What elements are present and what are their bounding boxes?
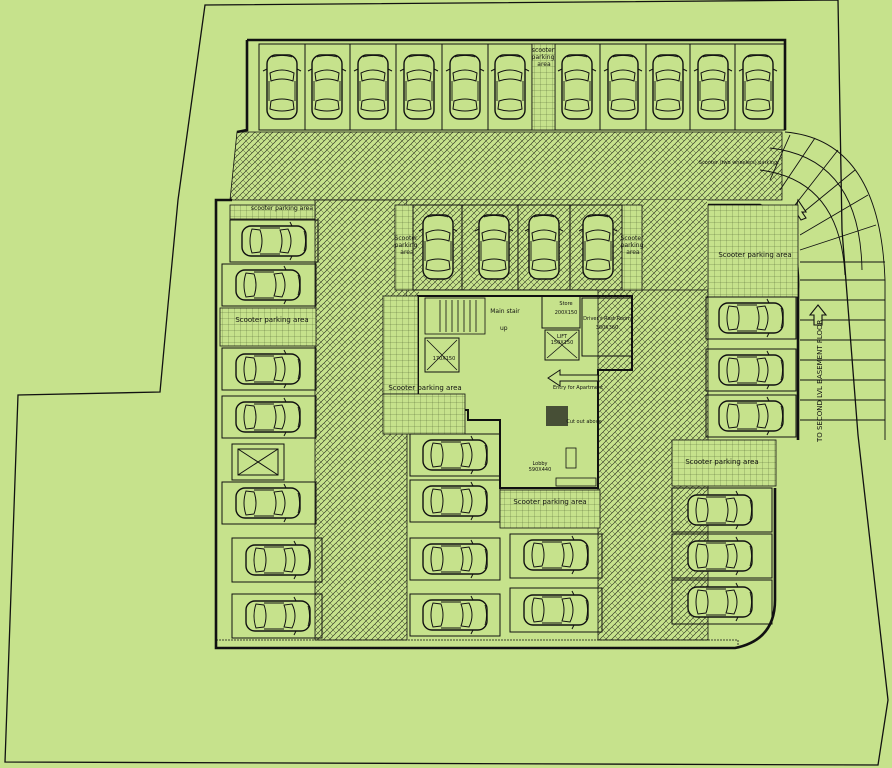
scooter-label-center-left: Scooter parking area — [395, 235, 420, 256]
center-top-parked-cars — [412, 204, 623, 291]
scooter-label-center-right: Scooter parking area — [621, 235, 646, 256]
ramp-top-label: Scooter (two wheelers) parking — [699, 160, 777, 166]
center-left-bays — [409, 433, 501, 637]
right-bays — [705, 296, 797, 438]
lobby-dim: 590X440 — [529, 467, 552, 473]
ramp — [759, 131, 886, 440]
drivers-rest-label: Driver's Rest Room — [583, 316, 631, 322]
stair-up-label: up — [500, 325, 508, 332]
scooter-label-core: Scooter parking area — [388, 384, 461, 392]
scooter-label-lobby: Scooter parking area — [513, 498, 586, 506]
center-left-parked-cars — [422, 435, 488, 635]
scooter-label-right-bottom: Scooter parking area — [685, 458, 758, 466]
ramp-label: TO SECOND LVL BASEMENT FLOOR — [816, 319, 824, 443]
center-right-parked-cars — [523, 535, 589, 630]
lift-left-dim: 170X150 — [433, 356, 456, 362]
lobby-label: Lobby — [532, 461, 547, 467]
store-label: Store — [559, 301, 572, 307]
top-parked-cars — [262, 54, 778, 120]
entry-label: Entry for Apartment — [553, 385, 603, 391]
cut-out-label: Cut out above — [566, 419, 601, 425]
lift-cross-icon — [237, 448, 279, 476]
scooter-label-left-top: scooter parking area — [251, 205, 314, 212]
left-parked-cars — [235, 221, 311, 636]
drivers-rest-dim: 300X360 — [596, 325, 619, 331]
site-boundary — [4, 0, 889, 766]
scooter-label-left-mid: Scooter parking area — [235, 316, 308, 324]
right-lower-parked-cars — [687, 490, 753, 622]
main-stair — [424, 297, 486, 335]
right-lower-bays — [671, 487, 773, 625]
right-parked-cars — [718, 298, 784, 436]
main-stair-label: Main stair — [490, 308, 520, 315]
center-right-bays — [509, 533, 603, 633]
scooter-label-top: scooter parking area — [532, 47, 557, 68]
entry-arrow-icon — [547, 369, 599, 387]
store-dim: 200X150 — [555, 310, 578, 316]
bottom-wall-strip — [215, 639, 739, 649]
top-parking-row — [258, 43, 786, 131]
scooter-label-right-top: Scooter parking area — [718, 251, 791, 259]
lift-dim: 150X150 — [551, 340, 574, 346]
arrow-up-icon — [808, 304, 828, 326]
lift-label: LIFT — [557, 334, 568, 340]
left-parking-column — [221, 219, 323, 639]
